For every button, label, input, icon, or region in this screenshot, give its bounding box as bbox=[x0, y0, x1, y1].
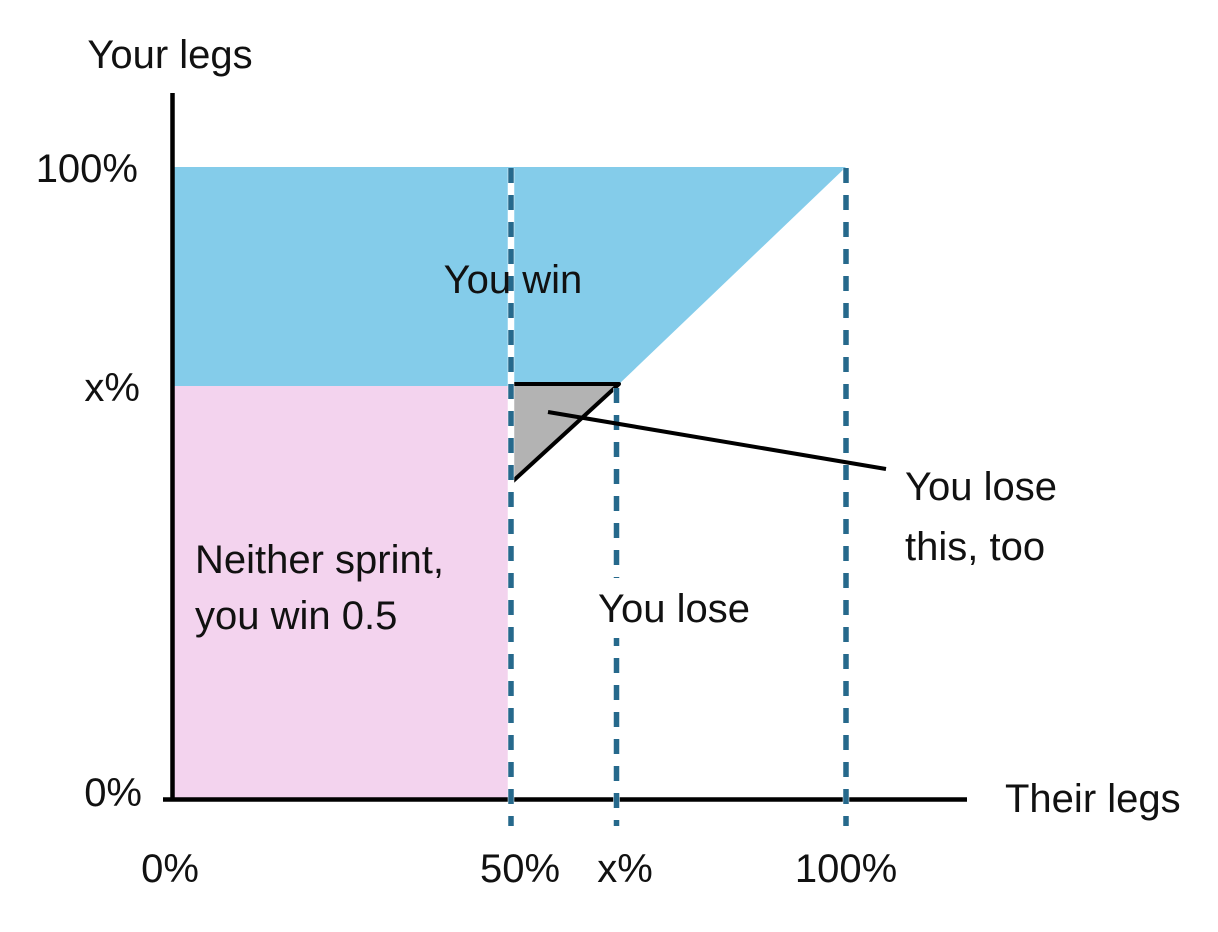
y-tick-0: 0% bbox=[84, 771, 142, 815]
x-tick-0: 0% bbox=[141, 847, 199, 891]
you-lose-this-too-callout: You lose this, too bbox=[905, 465, 1057, 569]
x-tick-100: 100% bbox=[795, 847, 897, 891]
you-lose-label-backing bbox=[584, 578, 764, 638]
y-tick-100: 100% bbox=[36, 147, 138, 191]
callout-pointer-line bbox=[547, 410, 887, 471]
x-tick-x: x% bbox=[597, 847, 653, 891]
you-lose-label: You lose bbox=[598, 587, 750, 631]
y-tick-x: x% bbox=[84, 366, 140, 410]
neither-sprint-label-line2: you win 0.5 bbox=[195, 594, 397, 638]
neither-sprint-label: Neither sprint, you win 0.5 bbox=[195, 538, 444, 638]
you-win-label: You win bbox=[444, 258, 583, 302]
x-tick-50: 50% bbox=[480, 847, 560, 891]
y-axis-title: Your legs bbox=[87, 33, 252, 77]
neither-sprint-label-line1: Neither sprint, bbox=[195, 538, 444, 582]
callout-label-line2: this, too bbox=[905, 525, 1045, 569]
region-you-lose-this-too-triangle bbox=[510, 382, 621, 484]
x-axis-title: Their legs bbox=[1005, 777, 1181, 821]
region-neither-sprint bbox=[174, 386, 510, 799]
callout-label-line1: You lose bbox=[905, 465, 1057, 509]
